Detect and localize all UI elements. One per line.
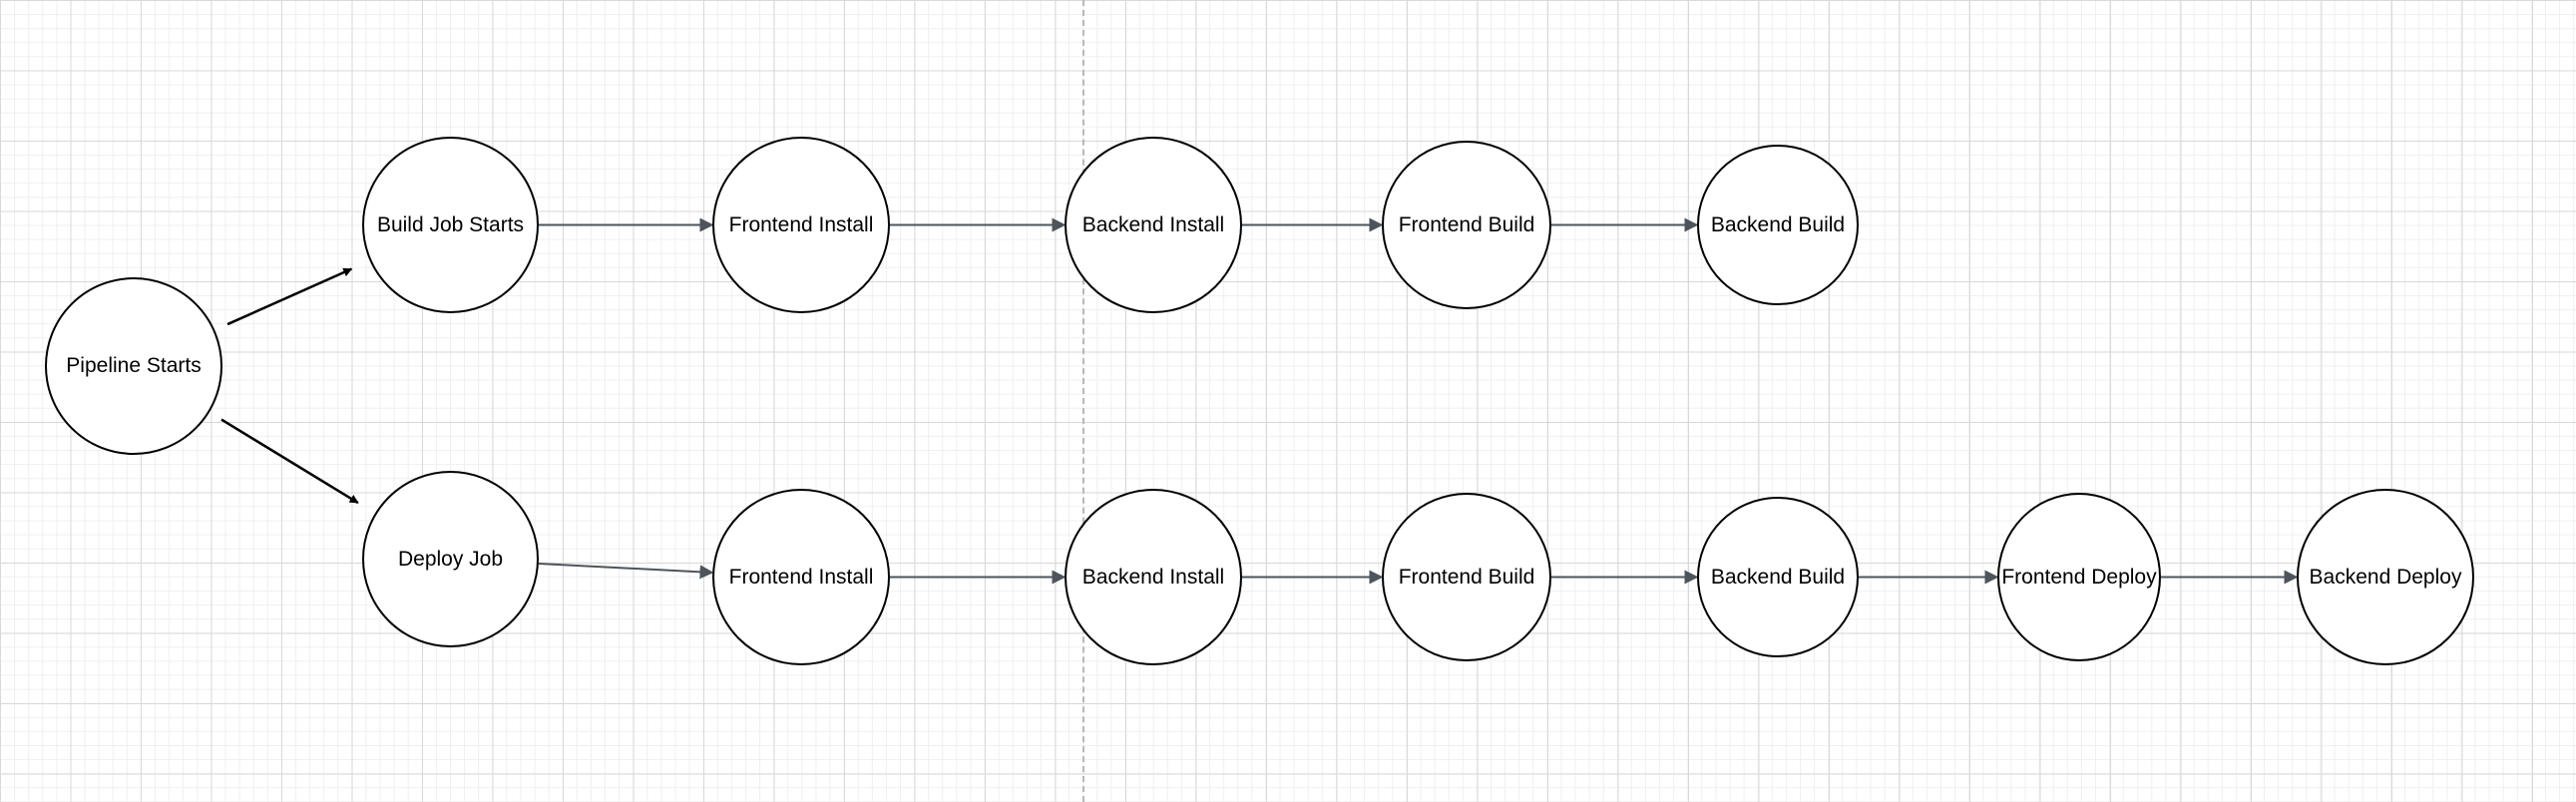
node-label: Build Job Starts: [376, 212, 525, 236]
node-build-frontend-install[interactable]: Frontend Install: [712, 137, 890, 313]
node-label: Backend Install: [1081, 212, 1225, 236]
node-deploy-backend-build[interactable]: Backend Build: [1697, 497, 1859, 657]
connector-arrow[interactable]: [226, 267, 353, 326]
node-build-backend-install[interactable]: Backend Install: [1065, 137, 1242, 313]
node-deploy-frontend-deploy[interactable]: Frontend Deploy: [1997, 493, 2161, 661]
node-build-frontend-build[interactable]: Frontend Build: [1382, 141, 1551, 309]
node-label: Backend Install: [1081, 565, 1225, 589]
node-deploy-backend-install[interactable]: Backend Install: [1065, 489, 1242, 665]
node-label: Frontend Install: [728, 212, 874, 236]
node-label: Backend Build: [1710, 212, 1846, 236]
node-label: Frontend Build: [1398, 565, 1535, 589]
node-pipeline-starts[interactable]: Pipeline Starts: [45, 277, 222, 455]
node-deploy-job[interactable]: Deploy Job: [362, 471, 539, 647]
node-deploy-backend-deploy[interactable]: Backend Deploy: [2297, 489, 2474, 665]
node-label: Frontend Deploy: [2001, 565, 2157, 589]
node-label: Pipeline Starts: [66, 354, 202, 377]
node-deploy-frontend-build[interactable]: Frontend Build: [1382, 493, 1551, 661]
node-label: Frontend Build: [1398, 212, 1535, 236]
node-build-backend-build[interactable]: Backend Build: [1697, 145, 1859, 305]
node-label: Backend Build: [1710, 565, 1846, 589]
node-label: Frontend Install: [728, 565, 874, 589]
connector-arrow[interactable]: [538, 563, 714, 580]
node-label: Backend Deploy: [2309, 565, 2462, 589]
node-label: Deploy Job: [397, 547, 504, 571]
node-build-job-starts[interactable]: Build Job Starts: [362, 137, 539, 313]
page-break-divider: [1082, 0, 1084, 802]
connector-arrow[interactable]: [220, 418, 359, 505]
node-deploy-frontend-install[interactable]: Frontend Install: [712, 489, 890, 665]
